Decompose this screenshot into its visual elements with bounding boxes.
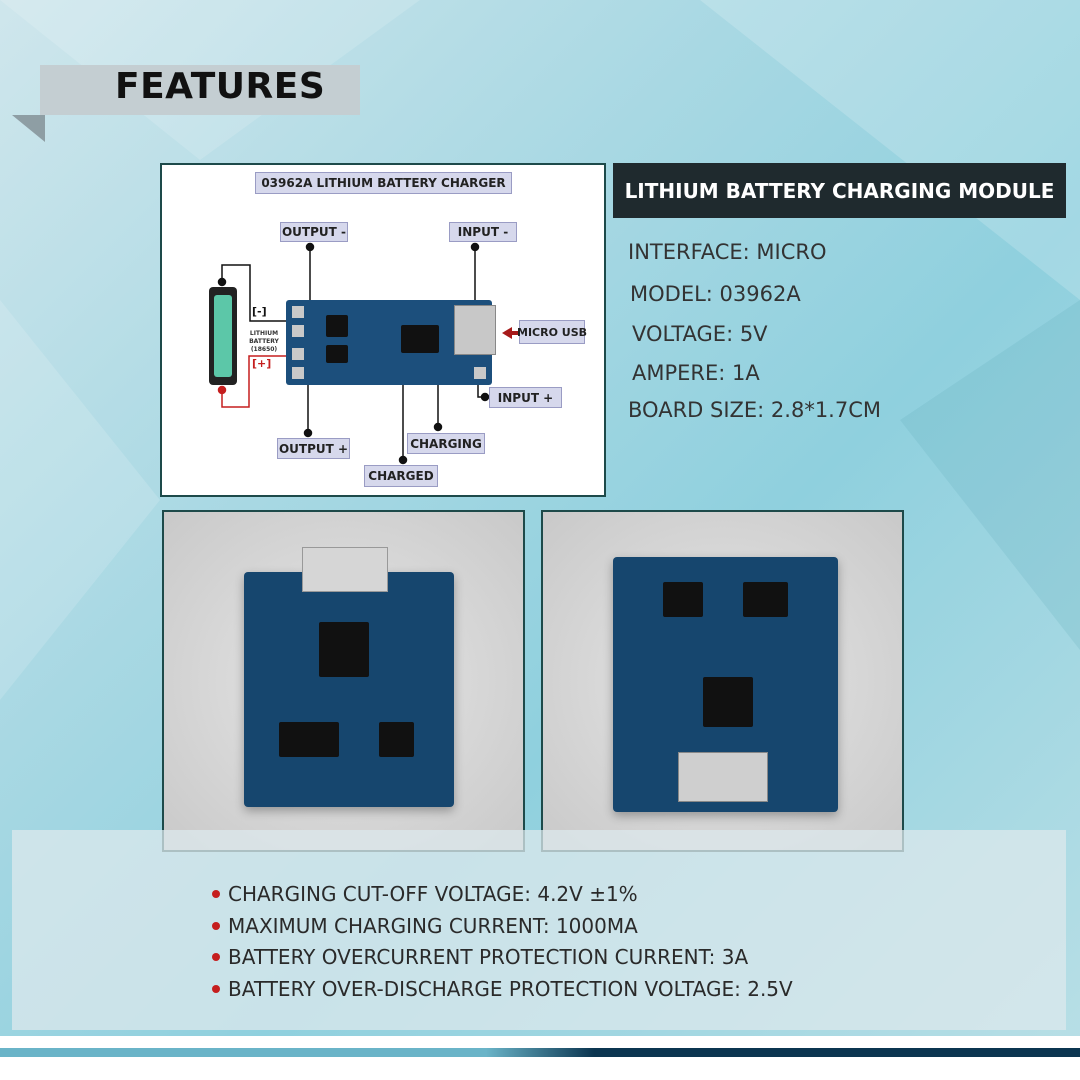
bullet-icon — [212, 953, 220, 961]
feature-text: CHARGING CUT-OFF VOLTAGE: 4.2V ±1% — [228, 882, 638, 906]
feature-text: BATTERY OVER-DISCHARGE PROTECTION VOLTAG… — [228, 977, 793, 1001]
pcb-photo — [244, 547, 454, 807]
spec-voltage: VOLTAGE: 5V — [632, 322, 768, 346]
positive-terminal-label: [+] — [252, 357, 272, 370]
product-photo-top — [162, 510, 525, 852]
feature-text: MAXIMUM CHARGING CURRENT: 1000MA — [228, 914, 638, 938]
spec-board-size: BOARD SIZE: 2.8*1.7CM — [628, 398, 882, 422]
battery-label: LITHIUM BATTERY(18650) — [234, 330, 294, 354]
footer-accent-bar — [0, 1048, 1080, 1057]
label-output-minus: OUTPUT - — [280, 222, 348, 242]
wiring-diagram: 03962A LITHIUM BATTERY CHARGER LITHIUM B… — [160, 163, 606, 497]
label-micro-usb: MICRO USB — [517, 320, 587, 344]
pcb-photo — [613, 557, 838, 812]
diagram-wires — [217, 242, 519, 465]
feature-item: BATTERY OVER-DISCHARGE PROTECTION VOLTAG… — [212, 977, 793, 1001]
spec-interface: INTERFACE: MICRO — [628, 240, 827, 264]
bullet-icon — [212, 890, 220, 898]
footer-base — [0, 1057, 1080, 1080]
features-panel — [12, 830, 1066, 1030]
battery-icon — [209, 287, 237, 385]
product-photo-bottom — [541, 510, 904, 852]
spec-ampere: AMPERE: 1A — [632, 361, 760, 385]
label-output-plus: OUTPUT + — [277, 438, 350, 459]
module-title: LITHIUM BATTERY CHARGING MODULE — [613, 163, 1066, 218]
footer-strip — [0, 1036, 1080, 1048]
label-input-minus: INPUT - — [449, 222, 517, 242]
feature-item: MAXIMUM CHARGING CURRENT: 1000MA — [212, 914, 638, 938]
label-charged: CHARGED — [364, 465, 438, 487]
feature-item: CHARGING CUT-OFF VOLTAGE: 4.2V ±1% — [212, 882, 638, 906]
bullet-icon — [212, 985, 220, 993]
diagram-title: 03962A LITHIUM BATTERY CHARGER — [255, 172, 512, 194]
feature-item: BATTERY OVERCURRENT PROTECTION CURRENT: … — [212, 945, 748, 969]
battery-name: LITHIUM BATTERY — [249, 330, 279, 345]
page-title: FEATURES — [115, 66, 326, 107]
banner-fold — [12, 115, 45, 142]
label-input-plus: INPUT + — [489, 387, 562, 408]
features-banner — [40, 65, 360, 115]
micro-usb-port-icon — [454, 305, 496, 355]
feature-text: BATTERY OVERCURRENT PROTECTION CURRENT: … — [228, 945, 749, 969]
battery-type: (18650) — [250, 346, 278, 353]
label-charging: CHARGING — [407, 433, 485, 454]
bullet-icon — [212, 922, 220, 930]
negative-terminal-label: [-] — [252, 305, 267, 318]
spec-model: MODEL: 03962A — [630, 282, 801, 306]
